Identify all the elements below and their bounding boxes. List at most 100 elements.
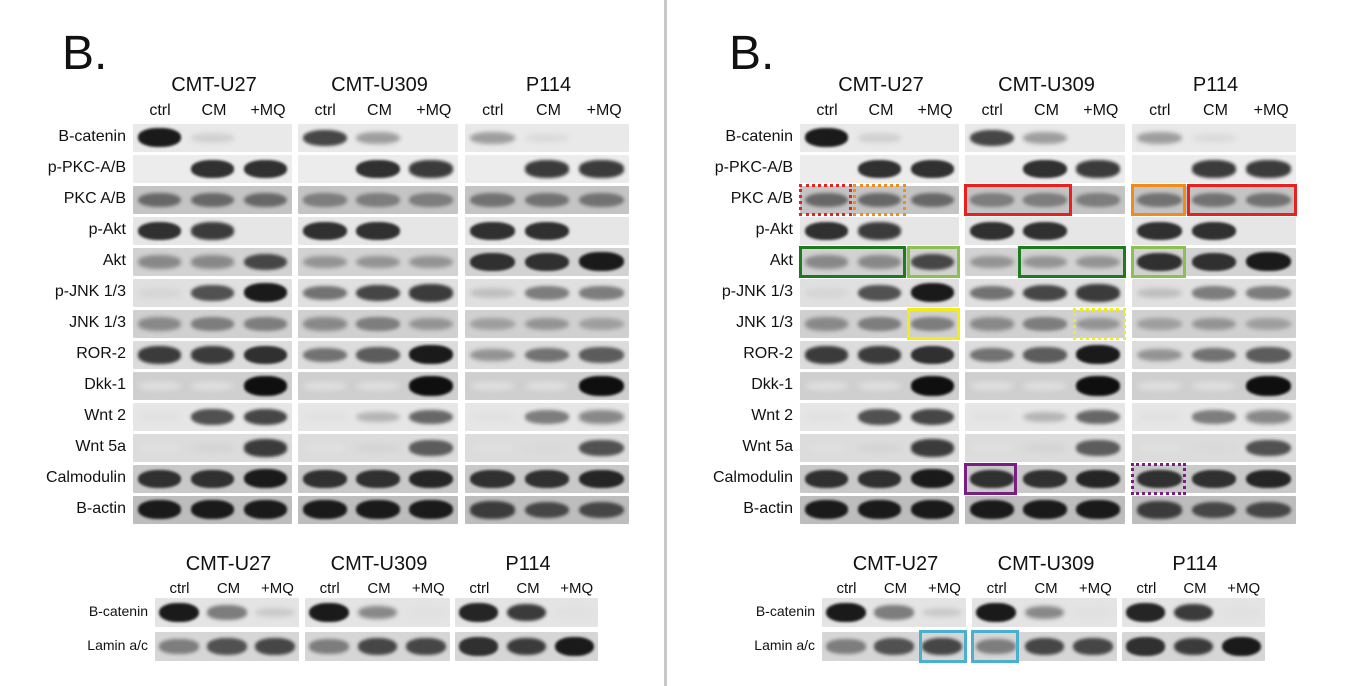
- protein-band: [579, 347, 625, 363]
- blot-strip: [298, 403, 458, 431]
- protein-band: [356, 132, 400, 144]
- nuclear-cell-line-header: CMT-U309: [330, 553, 428, 575]
- nuclear-protein-band: [1024, 605, 1065, 620]
- row-label: Wnt 5a: [742, 438, 793, 455]
- protein-band: [356, 443, 400, 453]
- row-label: Dkk-1: [84, 376, 126, 393]
- protein-band: [190, 346, 235, 364]
- protein-band: [1023, 132, 1067, 144]
- protein-band: [1246, 318, 1292, 330]
- protein-band: [190, 284, 235, 302]
- lane-label: +MQ: [416, 102, 452, 119]
- protein-band: [469, 470, 515, 488]
- protein-band: [969, 381, 1014, 391]
- blot-strip: [800, 465, 959, 493]
- nuclear-blot-strip: [305, 598, 450, 627]
- nuclear-protein-band: [459, 637, 499, 656]
- protein-band: [804, 317, 849, 331]
- blot-strip: [800, 186, 959, 214]
- protein-band: [1076, 255, 1121, 269]
- protein-band: [1136, 318, 1182, 330]
- protein-band: [1023, 411, 1067, 423]
- nuclear-protein-band: [159, 602, 199, 623]
- protein-band: [137, 222, 182, 240]
- protein-band: [857, 222, 902, 240]
- nuclear-protein-band: [1126, 637, 1166, 656]
- row-label: PKC A/B: [63, 190, 126, 207]
- protein-band: [137, 470, 182, 488]
- protein-band: [190, 470, 235, 488]
- protein-band: [1191, 317, 1237, 331]
- blot-strip: [465, 217, 629, 245]
- blot-strip: [465, 403, 629, 431]
- lane-label: CM: [1203, 102, 1228, 119]
- protein-band: [1191, 222, 1237, 240]
- blot-strip: [1132, 186, 1296, 214]
- protein-band: [910, 376, 955, 396]
- nuclear-blot-strip: [1122, 632, 1265, 661]
- blot-strip: [465, 465, 629, 493]
- protein-band: [190, 408, 235, 426]
- protein-band: [1076, 409, 1121, 425]
- row-label: ROR-2: [743, 345, 793, 362]
- blot-strip: [465, 279, 629, 307]
- protein-band: [910, 192, 955, 208]
- nuclear-blot-strip: [972, 598, 1117, 627]
- protein-band: [137, 346, 182, 364]
- blot-strip: [298, 341, 458, 369]
- protein-band: [1076, 345, 1121, 365]
- protein-band: [524, 222, 570, 240]
- blot-strip: [1132, 217, 1296, 245]
- protein-band: [524, 253, 570, 271]
- nuclear-protein-band: [506, 603, 547, 622]
- nuclear-lane-label: CM: [367, 580, 391, 597]
- nuclear-protein-band: [1073, 608, 1113, 617]
- blot-strip: [298, 155, 458, 183]
- protein-band: [190, 443, 235, 453]
- protein-band: [1191, 470, 1237, 488]
- blot-strip: [965, 434, 1125, 462]
- protein-band: [409, 160, 454, 178]
- protein-band: [190, 255, 235, 269]
- protein-band: [1136, 132, 1182, 144]
- nuclear-protein-band: [1173, 603, 1214, 622]
- protein-band: [1023, 470, 1067, 488]
- nuclear-lane-label: +MQ: [928, 580, 961, 597]
- protein-band: [524, 501, 570, 519]
- protein-band: [302, 193, 347, 207]
- protein-band: [1191, 133, 1237, 143]
- row-label: p-PKC-A/B: [47, 159, 126, 176]
- nuclear-protein-band: [255, 607, 295, 618]
- protein-band: [137, 412, 182, 422]
- protein-band: [1136, 192, 1182, 208]
- protein-band: [969, 443, 1014, 453]
- protein-band: [910, 160, 955, 178]
- protein-band: [190, 133, 235, 143]
- blot-strip: [133, 279, 292, 307]
- protein-band: [910, 317, 955, 331]
- cell-line-header: CMT-U309: [998, 74, 1095, 96]
- blot-strip: [965, 248, 1125, 276]
- protein-band: [243, 469, 288, 489]
- protein-band: [409, 193, 454, 207]
- protein-band: [524, 347, 570, 363]
- protein-band: [302, 255, 347, 269]
- protein-band: [356, 381, 400, 391]
- nuclear-protein-band: [357, 605, 398, 620]
- protein-band: [1076, 500, 1121, 520]
- protein-band: [1136, 222, 1182, 240]
- blot-strip: [465, 496, 629, 524]
- row-label: B-catenin: [725, 128, 793, 145]
- blot-strip: [133, 217, 292, 245]
- blot-strip: [800, 310, 959, 338]
- row-label: JNK 1/3: [69, 314, 126, 331]
- nuclear-blot-strip: [155, 632, 299, 661]
- nuclear-protein-band: [1024, 637, 1065, 656]
- nuclear-lane-label: CM: [1183, 580, 1207, 597]
- protein-band: [857, 284, 902, 302]
- protein-band: [137, 255, 182, 269]
- blot-strip: [800, 124, 959, 152]
- protein-band: [1136, 253, 1182, 271]
- blot-strip: [1132, 124, 1296, 152]
- protein-band: [190, 222, 235, 240]
